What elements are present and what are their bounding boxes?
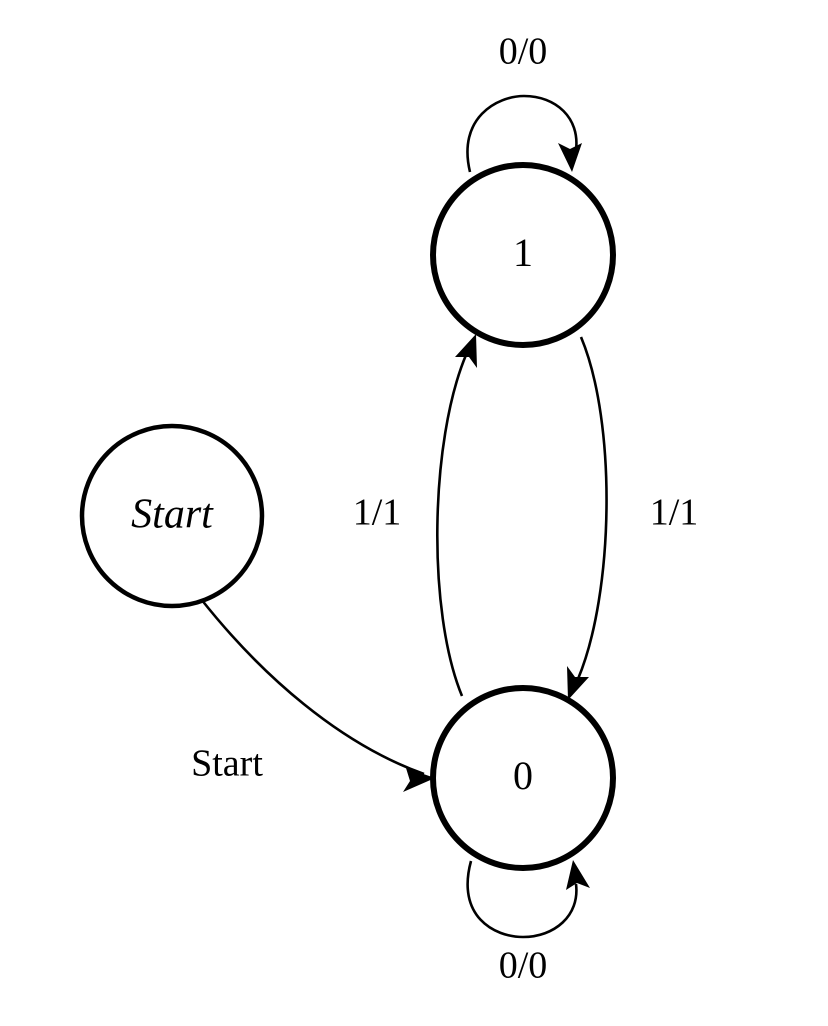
node-state-0-label: 0	[513, 753, 533, 798]
edge-state-0-self-loop-path	[466, 860, 578, 939]
node-state-0[interactable]: 0	[430, 685, 616, 871]
edge-state-0-to-state-1	[436, 334, 477, 697]
edge-label-state-1-self-loop: 0/0	[499, 31, 548, 73]
edge-state-1-self-loop	[466, 94, 582, 173]
edge-state-1-self-loop-path	[466, 94, 578, 173]
edge-label-state-1-to-state-0: 1/1	[650, 492, 699, 534]
edge-state-0-to-state-1-path	[436, 354, 468, 697]
edge-state-1-to-state-0-path	[576, 336, 608, 680]
node-state-1-label: 1	[513, 230, 533, 275]
edge-start-to-state-0-path	[199, 598, 425, 776]
node-state-1-circle[interactable]	[430, 162, 616, 348]
node-state-1[interactable]: 1	[430, 162, 616, 348]
node-start-circle[interactable]	[79, 423, 265, 609]
edge-state-0-to-state-1-arrowhead	[455, 334, 477, 368]
edge-state-0-self-loop-arrowhead	[566, 860, 590, 890]
edge-start-to-state-0	[199, 598, 435, 792]
edge-label-start: Start	[191, 743, 263, 785]
node-state-0-circle[interactable]	[430, 685, 616, 871]
node-start-label: Start	[131, 492, 214, 538]
node-start[interactable]: Start	[79, 423, 265, 609]
edge-label-state-0-self-loop: 0/0	[499, 945, 548, 987]
edge-start-to-state-0-arrowhead	[403, 768, 435, 792]
edge-label-state-0-to-state-1: 1/1	[353, 492, 402, 534]
edge-state-1-self-loop-arrowhead	[558, 143, 582, 172]
edge-state-1-to-state-0-arrowhead	[567, 666, 589, 700]
edge-state-0-self-loop	[466, 860, 590, 939]
edge-state-1-to-state-0	[567, 336, 608, 700]
